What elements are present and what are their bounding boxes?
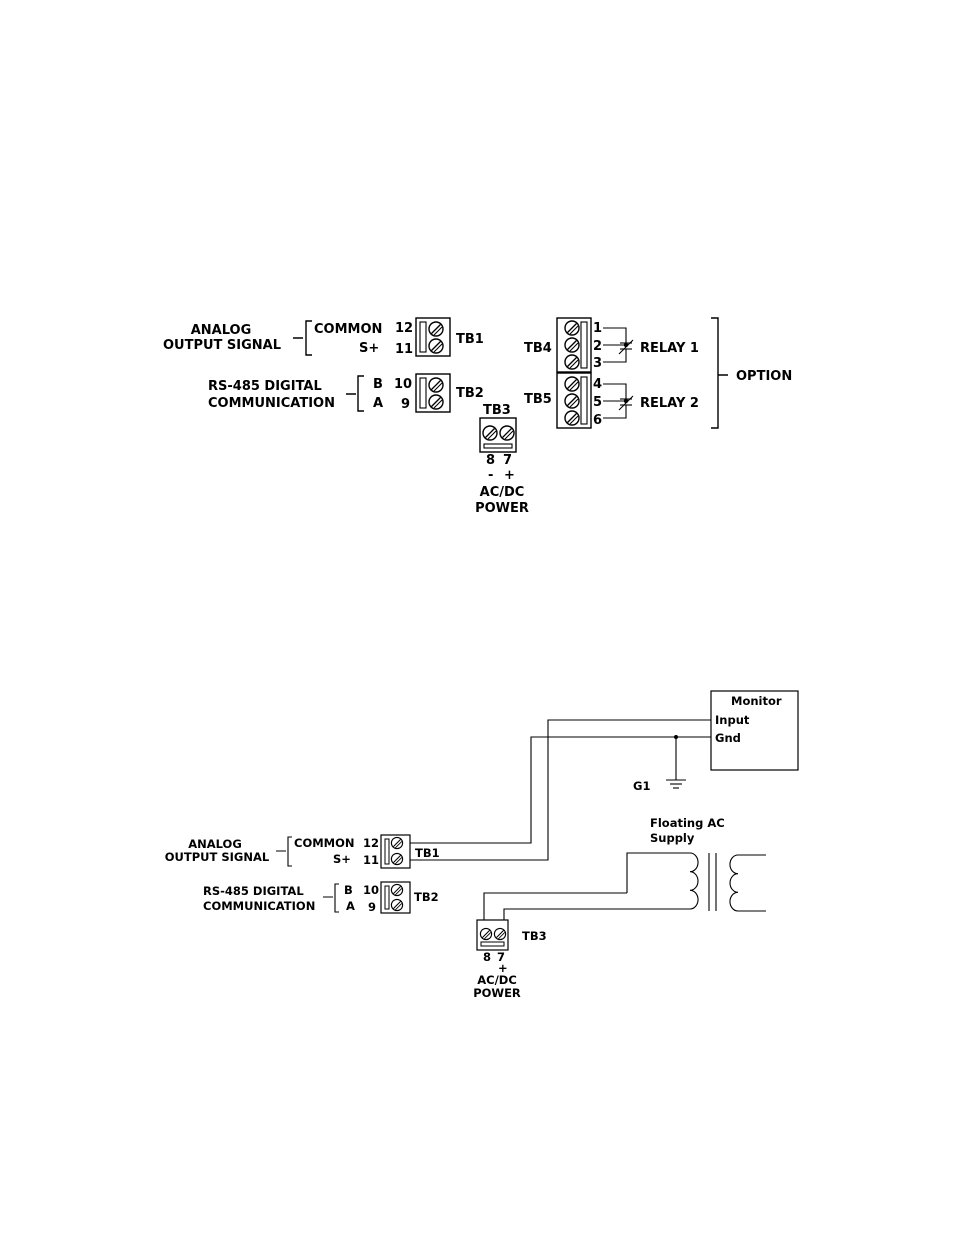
b-label: B (373, 377, 383, 392)
rs485-label-line1: RS-485 DIGITAL (208, 379, 322, 394)
rs485-bracket (346, 375, 364, 412)
tb1-label: TB1 (456, 332, 484, 347)
tb5-block (556, 372, 592, 429)
terminal-12-label-2: 12 (363, 836, 379, 850)
tb2-label: TB2 (456, 386, 484, 401)
common-label-2: COMMON (294, 836, 355, 850)
terminal-9-label-2: 9 (368, 900, 376, 914)
tb2-block-2 (380, 881, 411, 914)
signal-wire (410, 719, 711, 861)
tb2-label-2: TB2 (414, 890, 439, 904)
terminal-10-label-2: 10 (363, 883, 379, 897)
relay1-label: RELAY 1 (640, 341, 699, 356)
rs485-label-line2-2: COMMUNICATION (203, 899, 315, 913)
relay-terminal-3-label: 3 (593, 356, 602, 371)
analog-label-line2: OUTPUT SIGNAL (163, 338, 281, 353)
tb4-label: TB4 (524, 341, 552, 356)
relay-terminal-5-label: 5 (593, 395, 602, 410)
tb3-label: TB3 (483, 403, 511, 418)
tb5-label: TB5 (524, 392, 552, 407)
relay2-label: RELAY 2 (640, 396, 699, 411)
relay-terminal-6-label: 6 (593, 413, 602, 428)
relay1-contacts (603, 327, 634, 363)
tb1-label-2: TB1 (415, 846, 440, 860)
s-plus-label: S+ (359, 341, 379, 356)
floating-ac-line1: Floating AC (650, 816, 725, 830)
monitor-box (710, 690, 799, 771)
rs485-bracket-2 (323, 883, 339, 913)
tb4-block (556, 317, 592, 373)
tb1-block-2 (380, 834, 411, 869)
analog-bracket (293, 320, 312, 356)
monitor-input-label: Input (715, 713, 750, 727)
floating-ac-line2: Supply (650, 831, 695, 845)
a-label: A (373, 396, 383, 411)
plus-label: + (504, 468, 515, 483)
g1-label: G1 (633, 779, 650, 793)
terminal-8-label: 8 (486, 453, 495, 468)
terminal-8-label-2: 8 (483, 950, 491, 964)
tb3-block (479, 417, 517, 453)
rs485-label-line2: COMMUNICATION (208, 396, 335, 411)
ground-wire (410, 736, 711, 844)
terminal-10-label: 10 (394, 377, 412, 392)
option-label: OPTION (736, 369, 792, 384)
relay-terminal-2-label: 2 (593, 339, 602, 354)
tb2-block (415, 373, 451, 413)
common-label: COMMON (314, 322, 382, 337)
option-bracket (711, 317, 728, 429)
s-plus-label-2: S+ (333, 852, 351, 866)
a-label-2: A (346, 899, 355, 913)
relay-terminal-4-label: 4 (593, 377, 602, 392)
tb3-label-2: TB3 (522, 929, 547, 943)
analog-bracket-2 (276, 836, 292, 867)
power-label-line1: AC/DC (480, 485, 525, 500)
analog-label-line2-2: OUTPUT SIGNAL (165, 850, 270, 864)
analog-label-line1: ANALOG (191, 323, 252, 338)
terminal-11-label: 11 (395, 342, 413, 357)
minus-label: - (488, 468, 493, 483)
terminal-12-label: 12 (395, 321, 413, 336)
ground-symbol (666, 737, 686, 789)
monitor-wiring-diagram: Monitor Input Gnd G1 Floating AC Supply … (165, 690, 799, 1000)
rs485-label-line1-2: RS-485 DIGITAL (203, 884, 304, 898)
analog-label-line1-2: ANALOG (188, 837, 242, 851)
power-label-line1-2: AC/DC (477, 973, 517, 987)
terminal-9-label: 9 (401, 397, 410, 412)
monitor-label: Monitor (731, 694, 782, 708)
terminal-7-label: 7 (503, 453, 512, 468)
tb3-block-2 (476, 919, 509, 951)
terminal-7-label-2: 7 (497, 950, 505, 964)
tb1-block (415, 317, 451, 357)
power-label-line2: POWER (475, 501, 529, 516)
transformer (483, 852, 766, 920)
power-label-line2-2: POWER (473, 986, 521, 1000)
relay2-contacts (603, 383, 634, 419)
plus-label-2: + (498, 961, 508, 975)
terminal-11-label-2: 11 (363, 853, 379, 867)
relay-terminal-1-label: 1 (593, 321, 602, 336)
terminal-diagram: ANALOG OUTPUT SIGNAL COMMON S+ 12 11 TB1… (163, 317, 792, 516)
monitor-gnd-label: Gnd (715, 731, 741, 745)
b-label-2: B (344, 883, 353, 897)
